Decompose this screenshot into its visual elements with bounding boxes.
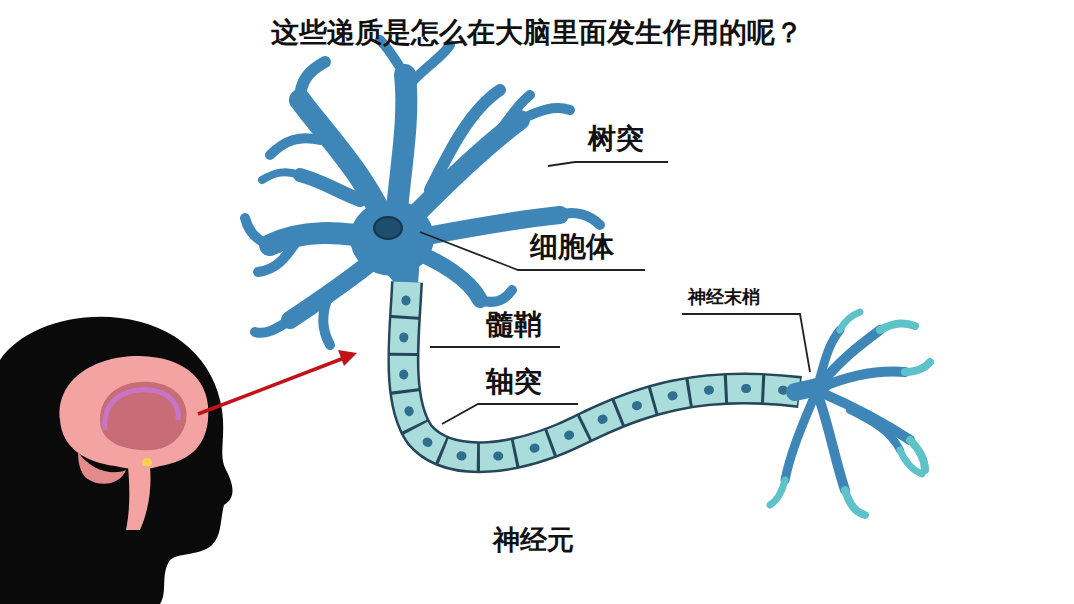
caption: 神经元	[493, 524, 574, 556]
part-label: 髓鞘	[486, 308, 542, 342]
axon-terminal	[770, 312, 930, 515]
part-label: 细胞体	[530, 230, 614, 264]
leader-lines	[420, 162, 810, 424]
nucleus	[374, 217, 402, 239]
brainstem	[126, 466, 151, 530]
title: 这些递质是怎么在大脑里面发生作用的呢？	[271, 16, 803, 50]
brain	[60, 356, 209, 469]
part-label: 树突	[588, 122, 644, 156]
head-silhouette	[0, 317, 233, 604]
part-label: 轴突	[486, 365, 542, 399]
pointer-arrow	[198, 358, 344, 414]
axon-hillock	[372, 255, 420, 285]
cerebellum	[78, 452, 126, 484]
part-label: 神经末梢	[688, 286, 760, 308]
pointer-arrowhead	[338, 350, 357, 366]
myelinated-axon	[403, 282, 800, 457]
dendrites	[245, 40, 600, 345]
limbic-ring	[105, 390, 179, 430]
brain-inner	[100, 382, 187, 451]
